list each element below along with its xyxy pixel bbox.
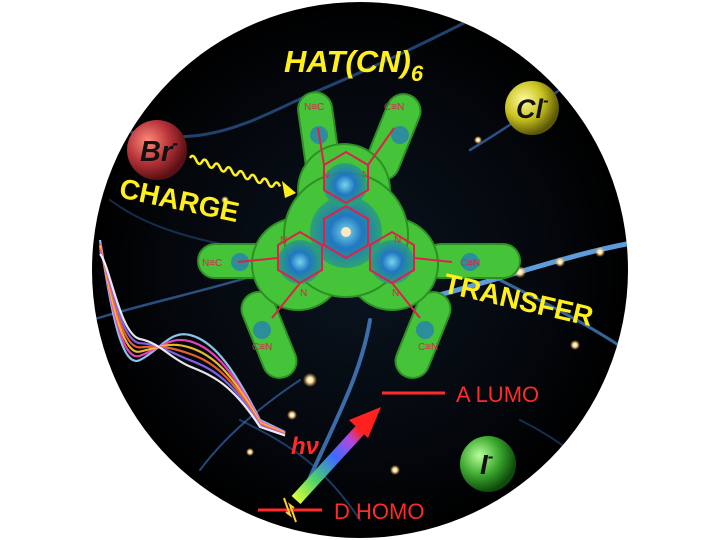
svg-text:Br-: Br- (140, 133, 178, 168)
molecule-bonds (237, 127, 453, 319)
chloride-ion: Cl- (505, 81, 559, 135)
molecule-subscript: 6 (411, 61, 424, 86)
electron-pair (283, 497, 297, 523)
atom-label: C≡N (418, 342, 438, 353)
atom-label: C≡N (384, 102, 404, 113)
bromide-charge: - (172, 133, 178, 153)
iodide-ion: I- (460, 436, 516, 492)
chloride-symbol: Cl (516, 94, 543, 124)
atom-label: N≡C (304, 102, 324, 113)
molecule-cores (231, 126, 479, 339)
chloride-charge: - (543, 91, 549, 110)
wavy-arrow (188, 154, 296, 198)
spectrum-curve (99, 250, 286, 436)
spectrum-curve (98, 245, 286, 435)
iodide-charge: - (488, 447, 494, 466)
atom-label: C≡N (252, 342, 272, 353)
spectrum-curve (98, 248, 286, 436)
spectrum-curve (99, 253, 286, 437)
bromide-symbol: Br (140, 136, 174, 168)
hatcn6-molecule: N N N N N N N≡C C≡N N≡C C≡N C≡N C≡N (197, 91, 521, 379)
atom-label: N (300, 288, 307, 299)
atom-label: N (322, 170, 329, 181)
atom-label: N (394, 235, 401, 246)
atom-labels: N N N N N N N≡C C≡N N≡C C≡N C≡N C≡N (202, 102, 480, 353)
photon-label: hν (291, 433, 320, 460)
homo-label: D HOMO (334, 499, 424, 524)
excitation-arrowhead (349, 407, 381, 438)
atom-label: N (392, 288, 399, 299)
svg-text:I-: I- (480, 447, 494, 480)
spectrum-curve (98, 242, 286, 434)
molecule-title: HAT(CN)6 (284, 44, 424, 86)
lumo-label: A LUMO (456, 382, 539, 407)
atom-label: N (280, 235, 287, 246)
atom-label: N (362, 170, 369, 181)
atom-label: C≡N (460, 258, 480, 269)
atom-label: N≡C (202, 258, 222, 269)
excitation-arrow-shaft (291, 425, 365, 505)
bromide-ion: Br- (127, 120, 187, 180)
iodide-symbol: I (480, 449, 489, 480)
absorption-spectrum-curves (98, 239, 286, 437)
svg-text:Cl-: Cl- (516, 91, 549, 124)
energy-diagram: A LUMO D HOMO hν (258, 382, 539, 524)
